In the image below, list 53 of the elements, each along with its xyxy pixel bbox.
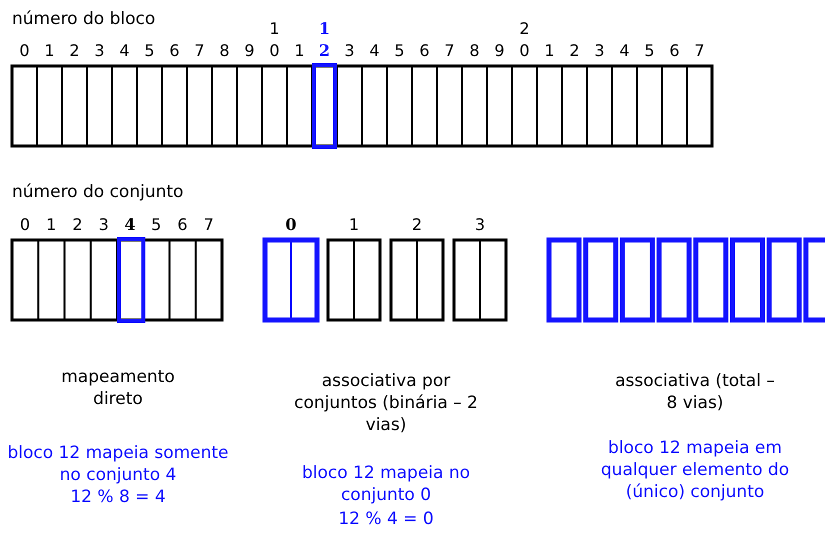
block-number: 0 xyxy=(18,41,31,61)
block-number: 3 xyxy=(593,41,606,61)
set-number: 0 xyxy=(18,215,32,235)
block-number: 5 xyxy=(393,41,406,61)
block-number: 9 xyxy=(243,41,256,61)
block-number: 1 xyxy=(293,41,306,61)
set-number: 6 xyxy=(176,215,189,235)
block-number: 2 xyxy=(518,19,531,39)
block-number: 0 xyxy=(518,41,531,61)
block-number: 3 xyxy=(93,41,106,61)
block-number: 4 xyxy=(618,41,631,61)
block-number: 8 xyxy=(218,41,231,61)
set-number: 1 xyxy=(45,215,58,235)
block-number: 5 xyxy=(143,41,156,61)
set-number: 5 xyxy=(150,215,162,235)
block-number: 7 xyxy=(443,41,456,61)
caption-text: mapeamento direto xyxy=(60,366,176,410)
mapping-formula: 12 % 8 = 4 xyxy=(69,486,167,508)
block-number: 7 xyxy=(193,41,206,61)
block-number: 2 xyxy=(318,41,332,61)
block-number: 6 xyxy=(168,41,181,61)
block-number: 5 xyxy=(643,41,656,61)
block-number: 2 xyxy=(68,41,81,61)
block-number: 3 xyxy=(343,41,356,61)
set-number: 0 xyxy=(284,215,298,235)
block-number: 1 xyxy=(543,41,556,61)
set-number: 3 xyxy=(474,215,486,235)
set-number: 4 xyxy=(123,215,137,235)
mapping-note: bloco 12 mapeia no conjunto 0 xyxy=(300,462,472,506)
caption-text: associativa (total – 8 vias) xyxy=(614,370,776,414)
set-number: 2 xyxy=(410,215,424,235)
block-number: 7 xyxy=(693,41,706,61)
set-number: 3 xyxy=(98,215,110,235)
set-number: 7 xyxy=(202,215,215,235)
block-number: 6 xyxy=(418,41,431,61)
axis-title: número do conjunto xyxy=(12,181,184,203)
block-number: 9 xyxy=(493,41,506,61)
block-number: 1 xyxy=(268,19,281,39)
mapping-note: bloco 12 mapeia em qualquer elemento do (único) conjunto xyxy=(600,437,790,503)
block-number: 0 xyxy=(268,41,281,61)
block-number: 6 xyxy=(668,41,681,61)
set-number: 1 xyxy=(348,215,360,235)
axis-title: número do bloco xyxy=(12,8,156,30)
mapping-formula: 12 % 4 = 0 xyxy=(337,508,435,530)
block-number: 1 xyxy=(43,41,56,61)
block-number: 2 xyxy=(568,41,581,61)
block-number: 4 xyxy=(118,41,131,61)
set-number: 2 xyxy=(71,215,84,235)
block-number: 1 xyxy=(318,19,332,39)
caption-text: associativa por conjuntos (binária – 2 vias) xyxy=(293,370,479,436)
mapping-note: bloco 12 mapeia somente no conjunto 4 xyxy=(6,442,230,486)
block-number: 8 xyxy=(468,41,481,61)
block-number: 4 xyxy=(368,41,381,61)
